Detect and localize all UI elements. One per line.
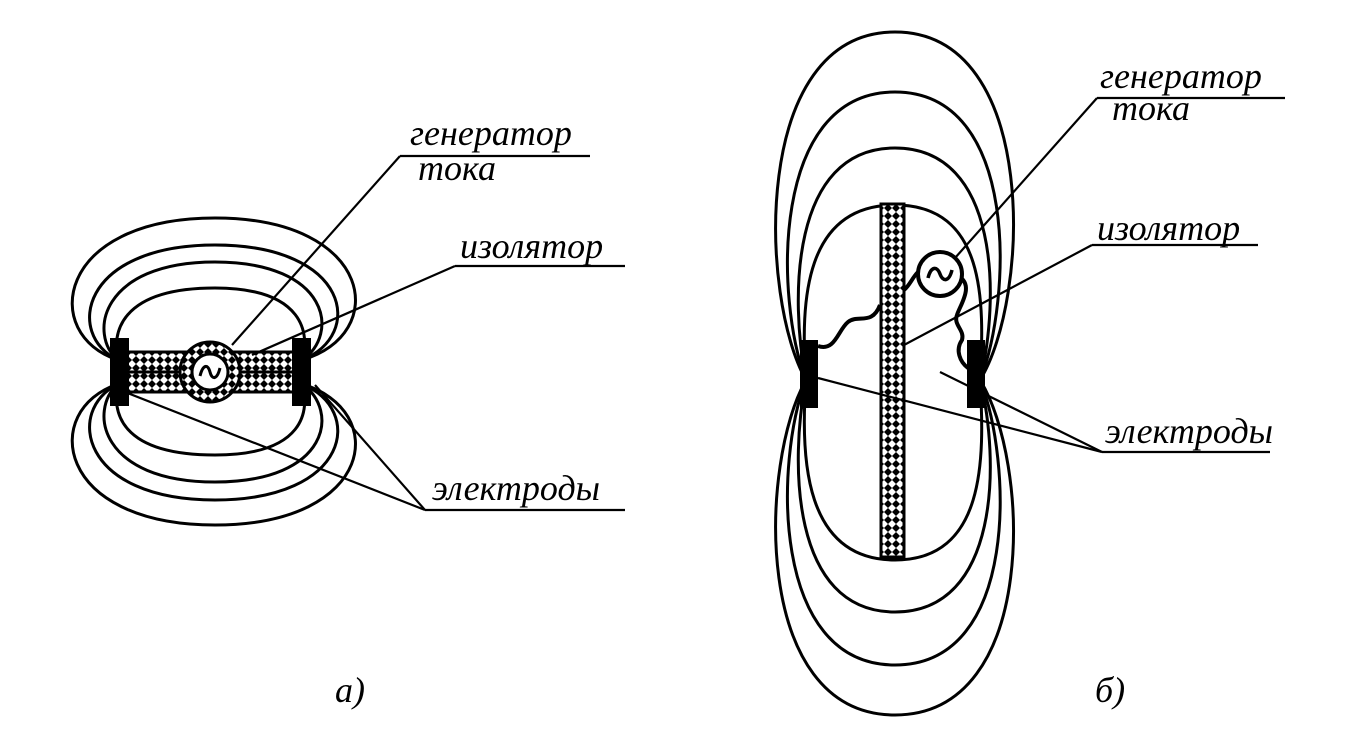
label-insulator: изолятор — [460, 226, 603, 266]
field-lines-lower — [774, 379, 1015, 717]
electrode-left — [800, 340, 818, 408]
electrode-right — [967, 340, 985, 408]
label-insulator: изолятор — [1097, 208, 1240, 248]
label-generator: генератор — [1100, 56, 1262, 96]
caption-a: а) — [335, 670, 365, 710]
label-electrodes: электроды — [432, 468, 600, 508]
leader-lines — [124, 154, 625, 512]
label-generator: генератор — [410, 113, 572, 153]
leader-lines — [817, 96, 1285, 454]
generator-icon — [916, 250, 964, 298]
electrode-right — [292, 338, 311, 406]
generator-icon — [190, 352, 230, 392]
diagram-b: генератор тока изолятор электроды б) — [774, 30, 1285, 717]
label-generator-current: тока — [1112, 88, 1190, 128]
label-generator-current: тока — [418, 148, 496, 188]
insulator-bar — [879, 202, 906, 559]
field-lines-upper — [774, 30, 1015, 381]
caption-b: б) — [1095, 670, 1125, 710]
label-electrodes: электроды — [1105, 411, 1273, 451]
diagram-a: генератор тока изолятор электроды а) — [70, 113, 625, 710]
electrode-left — [110, 338, 129, 406]
